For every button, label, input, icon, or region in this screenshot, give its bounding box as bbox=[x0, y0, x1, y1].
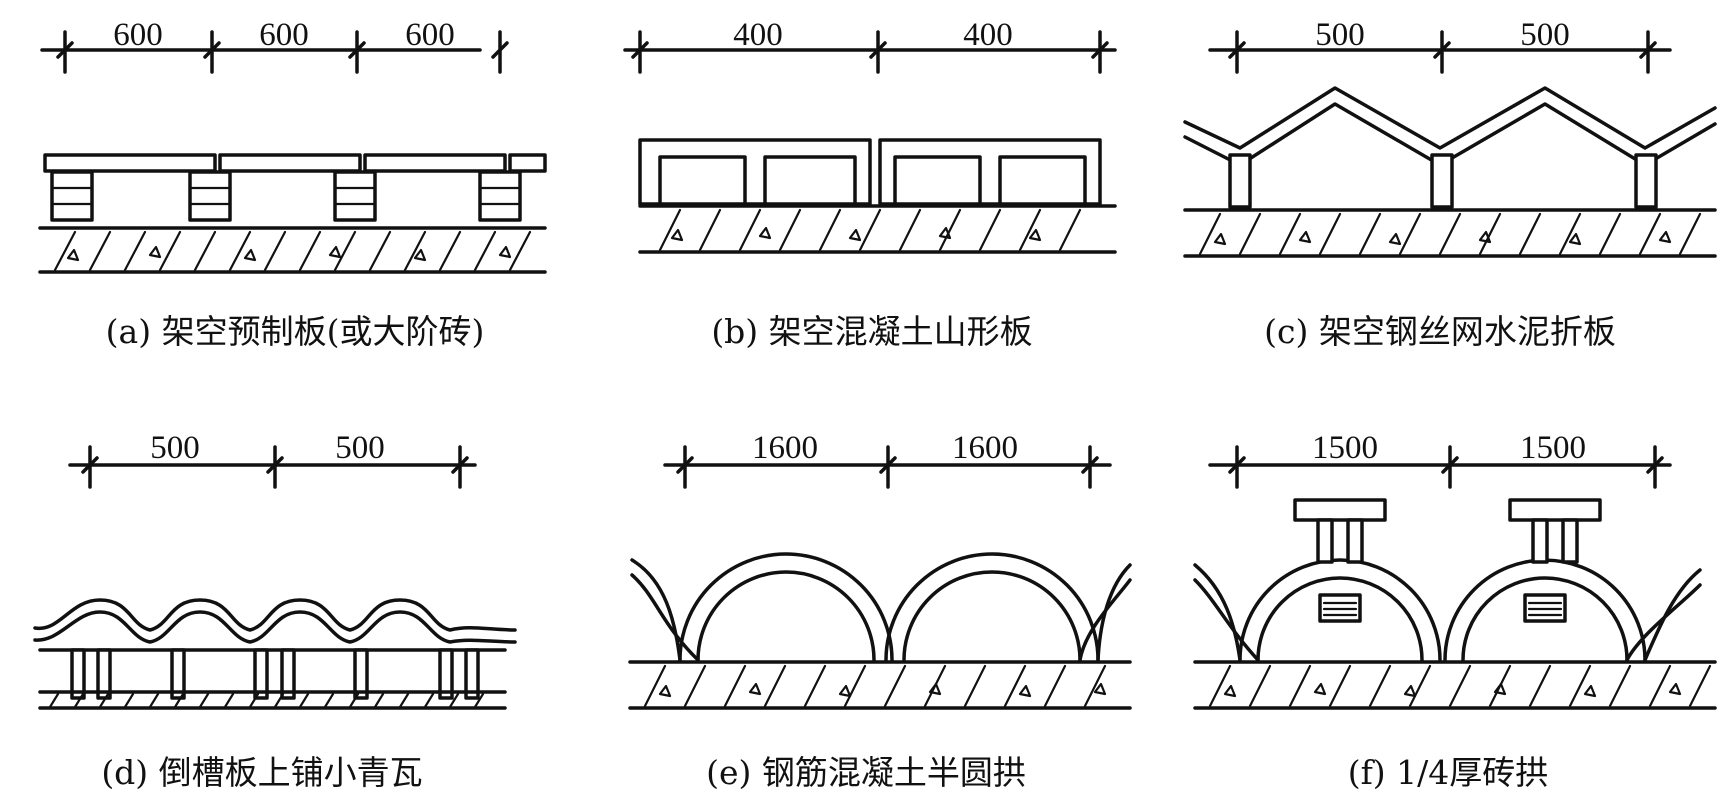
semicircular-arches-e bbox=[630, 552, 1132, 662]
panel-a: 600 600 600 (a) 架空预制板(或大阶砖) bbox=[38, 17, 547, 351]
top-caps-f bbox=[1293, 498, 1602, 564]
dimension-line-f: 1500 1500 bbox=[1208, 430, 1672, 489]
caption-b: (b) 架空混凝土山形板 bbox=[711, 312, 1032, 351]
caption-e: (e) 钢筋混凝土半圆拱 bbox=[706, 753, 1026, 792]
caption-f: (f) 1/4厚砖拱 bbox=[1348, 753, 1549, 792]
panel-d: 500 500 (d) 倒槽板上铺小青瓦 bbox=[33, 430, 517, 792]
dim-label-a-3: 600 bbox=[405, 17, 455, 53]
panel-c: 500 500 (c) 架空钢丝网水泥折板 bbox=[1183, 17, 1717, 351]
channel-slabs-b bbox=[638, 138, 1102, 206]
caption-a: (a) 架空预制板(或大阶砖) bbox=[106, 312, 485, 351]
caption-c: (c) 架空钢丝网水泥折板 bbox=[1264, 312, 1616, 351]
dim-label-c-1: 500 bbox=[1315, 17, 1365, 53]
dimension-line-b: 400 400 bbox=[623, 17, 1117, 74]
dimension-line-a: 600 600 600 bbox=[40, 17, 509, 74]
dim-label-b-1: 400 bbox=[733, 17, 783, 53]
brick-piers-a bbox=[50, 170, 522, 222]
dim-label-e-2: 1600 bbox=[952, 430, 1018, 466]
inverted-channel-slab-d bbox=[38, 648, 507, 700]
concrete-base-c bbox=[1183, 208, 1717, 258]
dimension-line-e: 1600 1600 bbox=[663, 430, 1112, 489]
dimension-line-c: 500 500 bbox=[1208, 17, 1672, 74]
dim-label-d-2: 500 bbox=[335, 430, 385, 466]
dim-label-f-2: 1500 bbox=[1520, 430, 1586, 466]
dim-label-c-2: 500 bbox=[1520, 17, 1570, 53]
dim-label-a-1: 600 bbox=[113, 17, 163, 53]
prefab-slabs bbox=[43, 153, 547, 173]
dim-label-d-1: 500 bbox=[150, 430, 200, 466]
vent-louvers-f bbox=[1318, 593, 1567, 623]
folded-plate-c bbox=[1183, 86, 1717, 209]
panel-b: 400 400 (b) 架空混凝土山形板 bbox=[623, 17, 1117, 351]
concrete-base-e bbox=[628, 660, 1132, 710]
dim-label-e-1: 1600 bbox=[752, 430, 818, 466]
dim-label-f-1: 1500 bbox=[1312, 430, 1378, 466]
concrete-base-a bbox=[38, 226, 547, 274]
concrete-base-b bbox=[638, 204, 1117, 254]
concrete-base-f bbox=[1193, 660, 1717, 710]
caption-d: (d) 倒槽板上铺小青瓦 bbox=[101, 753, 422, 792]
dim-label-b-2: 400 bbox=[963, 17, 1013, 53]
dimension-line-d: 500 500 bbox=[68, 430, 477, 489]
panel-e: 1600 1600 (e) 钢筋混凝土半圆拱 bbox=[628, 430, 1132, 792]
brick-arches-f bbox=[1193, 558, 1702, 662]
dim-label-a-2: 600 bbox=[259, 17, 309, 53]
base-layer-d bbox=[38, 690, 507, 710]
panel-f: 1500 1500 bbox=[1193, 430, 1717, 792]
small-tiles-d bbox=[33, 598, 517, 644]
